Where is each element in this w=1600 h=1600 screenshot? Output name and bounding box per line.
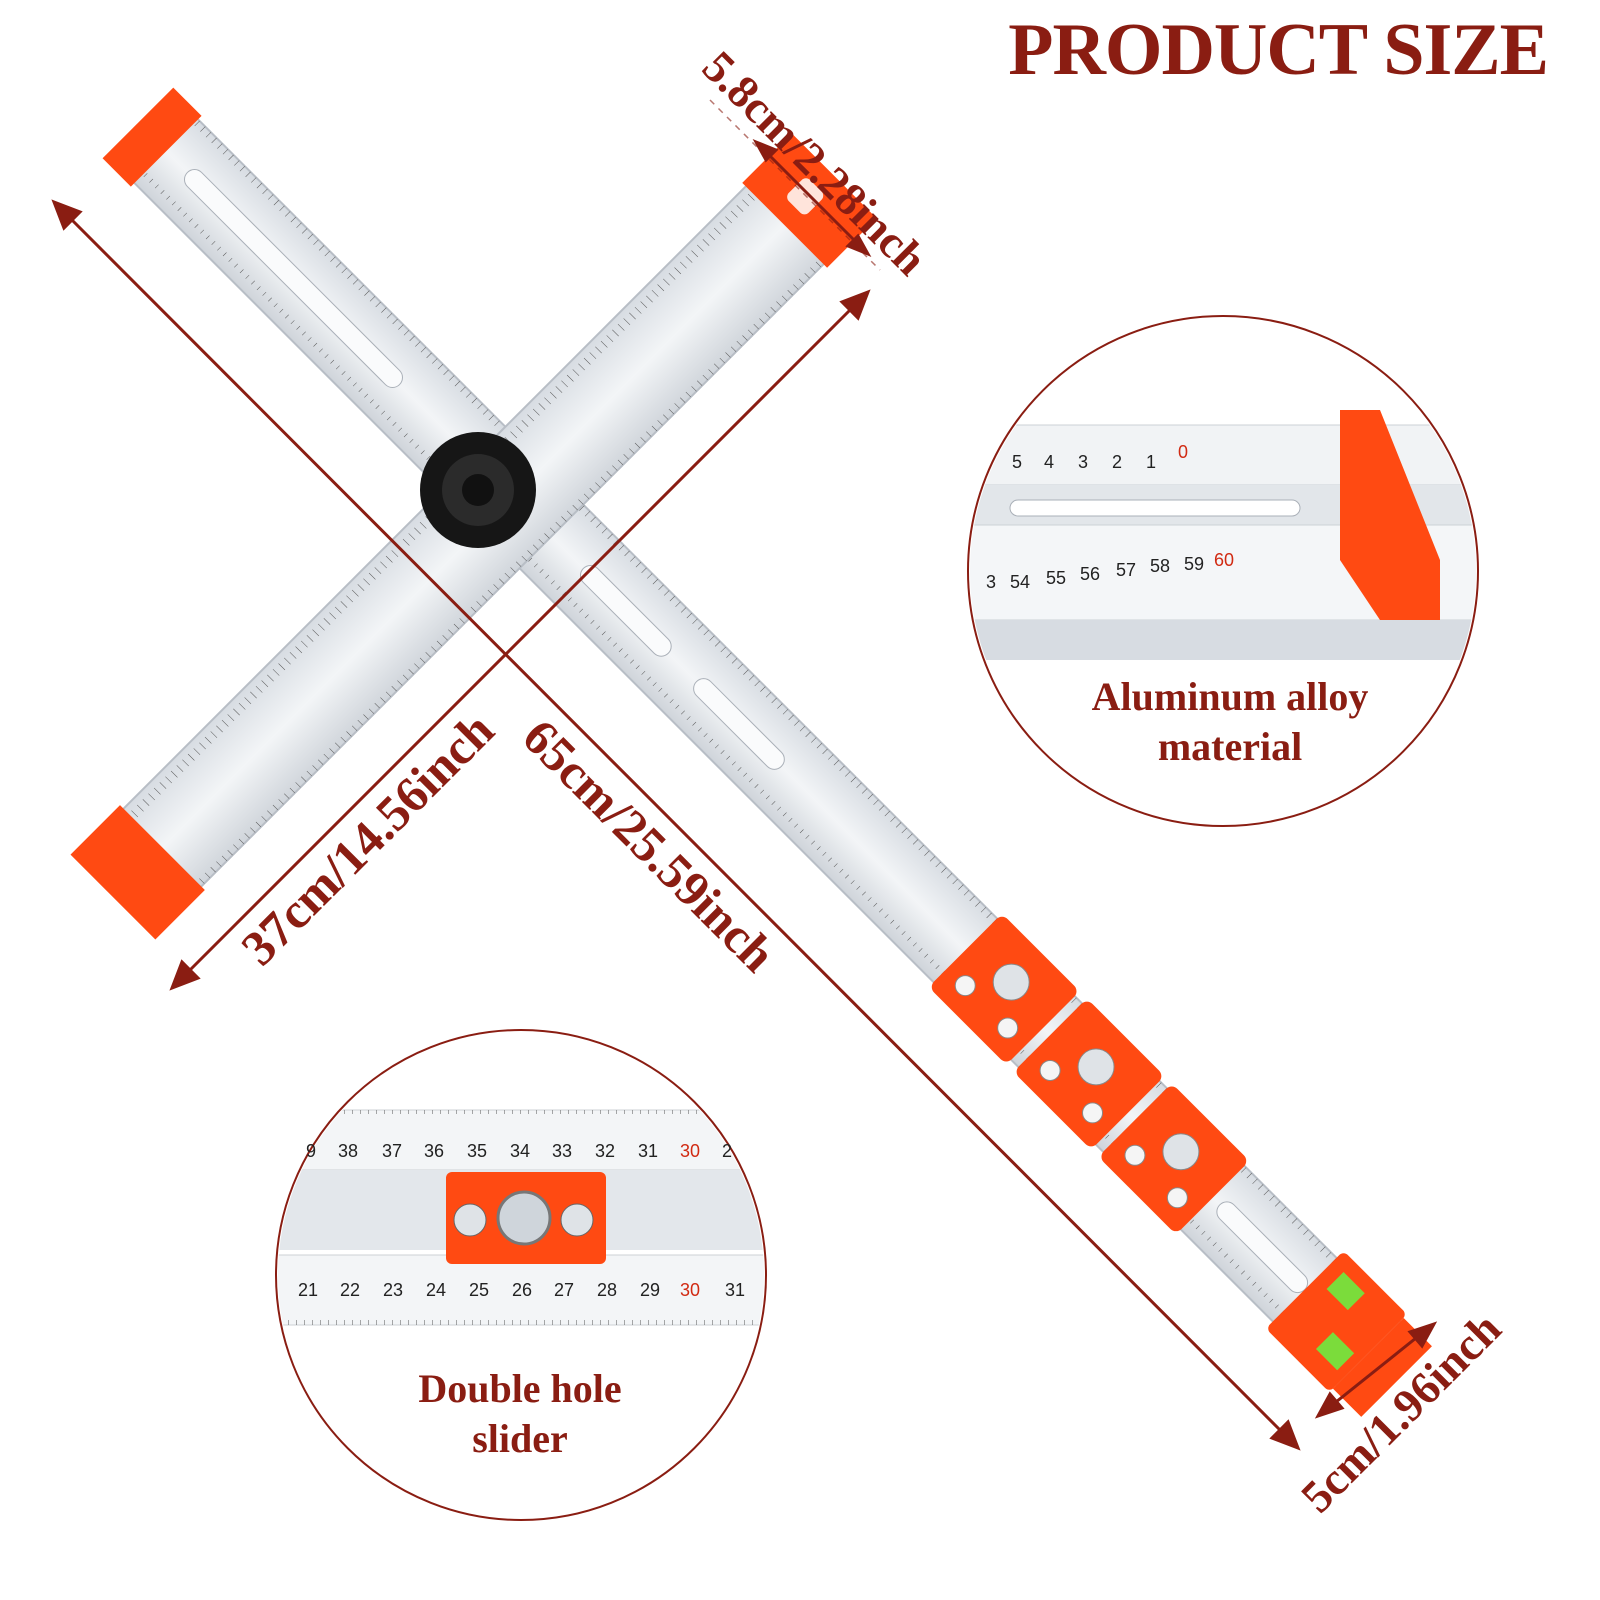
slider-scale-bottom: 21 22 23 24 25 26 27 28 29 30 31 <box>298 1280 745 1300</box>
svg-text:35: 35 <box>467 1141 487 1161</box>
page-title: PRODUCT SIZE <box>1008 9 1549 91</box>
svg-text:34: 34 <box>510 1141 530 1161</box>
svg-text:31: 31 <box>638 1141 658 1161</box>
svg-text:57: 57 <box>1116 560 1136 580</box>
svg-text:9: 9 <box>306 1141 316 1161</box>
svg-text:22: 22 <box>340 1280 360 1300</box>
slider-callout-line1: Double hole <box>418 1366 622 1411</box>
svg-text:58: 58 <box>1150 556 1170 576</box>
svg-text:28: 28 <box>597 1280 617 1300</box>
dimension-long-width <box>1314 1321 1438 1419</box>
svg-text:55: 55 <box>1046 568 1066 588</box>
svg-text:5: 5 <box>1012 452 1022 472</box>
svg-text:54: 54 <box>1010 572 1030 592</box>
svg-text:59: 59 <box>1184 554 1204 574</box>
slider-scale-top: 9 38 37 36 35 34 33 32 31 30 2 <box>306 1141 732 1161</box>
svg-text:29: 29 <box>640 1280 660 1300</box>
svg-text:30: 30 <box>680 1280 700 1300</box>
svg-text:27: 27 <box>554 1280 574 1300</box>
svg-text:2: 2 <box>722 1141 732 1161</box>
aluminum-callout-label: Aluminum alloy material <box>1040 672 1420 772</box>
svg-text:2: 2 <box>1112 452 1122 472</box>
svg-text:37: 37 <box>382 1141 402 1161</box>
svg-text:21: 21 <box>298 1280 318 1300</box>
double-hole-slider <box>931 916 1247 1232</box>
alu-scale-bottom: 3 54 55 56 57 58 59 60 <box>986 550 1234 592</box>
svg-text:36: 36 <box>424 1141 444 1161</box>
svg-text:26: 26 <box>512 1280 532 1300</box>
svg-text:3: 3 <box>1078 452 1088 472</box>
svg-text:25: 25 <box>469 1280 489 1300</box>
dimension-short-width <box>709 99 881 271</box>
svg-text:24: 24 <box>426 1280 446 1300</box>
aluminum-callout-line2: material <box>1157 724 1303 769</box>
aluminum-callout-line1: Aluminum alloy <box>1091 674 1369 719</box>
svg-text:56: 56 <box>1080 564 1100 584</box>
svg-text:1: 1 <box>1146 452 1156 472</box>
svg-text:33: 33 <box>552 1141 572 1161</box>
bubble-level <box>1268 1253 1405 1390</box>
svg-text:4: 4 <box>1044 452 1054 472</box>
svg-text:31: 31 <box>725 1280 745 1300</box>
svg-text:0: 0 <box>1178 442 1188 462</box>
dimension-long-length <box>51 199 1301 1451</box>
slider-callout-line2: slider <box>472 1416 568 1461</box>
svg-text:3: 3 <box>986 572 996 592</box>
svg-text:30: 30 <box>680 1141 700 1161</box>
svg-text:32: 32 <box>595 1141 615 1161</box>
aluminum-callout: 5 4 3 2 1 0 3 54 55 56 57 58 59 60 <box>967 315 1479 827</box>
slider-callout: 9 38 37 36 35 34 33 32 31 30 2 21 22 23 … <box>275 1029 767 1521</box>
alu-scale-top: 5 4 3 2 1 0 <box>1012 442 1188 472</box>
slider-callout-label: Double hole slider <box>330 1364 710 1464</box>
dimension-cross-length <box>169 289 871 991</box>
svg-text:23: 23 <box>383 1280 403 1300</box>
svg-text:60: 60 <box>1214 550 1234 570</box>
svg-text:38: 38 <box>338 1141 358 1161</box>
locking-knob <box>420 432 536 548</box>
